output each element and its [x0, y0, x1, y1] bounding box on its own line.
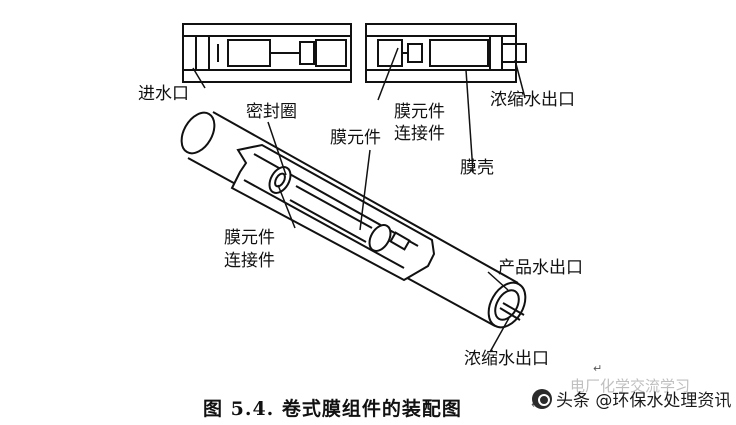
figure-caption: 图 5.4. 卷式膜组件的装配图: [203, 398, 462, 420]
watermark-faint-text: 电厂化学交流学习: [570, 377, 691, 395]
label-membrane-element: 膜元件: [330, 128, 381, 148]
cutaway-window: [230, 143, 436, 282]
label-connector-top-line1: 膜元件: [394, 102, 445, 122]
watermark-main-text: 头条 @环保水处理资讯: [556, 391, 732, 411]
label-connector-left-line2: 连接件: [224, 251, 275, 271]
label-connector-top-line2: 连接件: [394, 124, 445, 144]
label-seal-ring: 密封圈: [246, 102, 297, 122]
label-connector-left-line1: 膜元件: [224, 228, 275, 248]
label-product-outlet: 产品水出口: [498, 258, 583, 278]
return-mark: ↵: [593, 362, 603, 375]
top-left-tube-section: [182, 23, 352, 83]
leader-lines: [192, 47, 526, 353]
label-concentrate-outlet-bottom: 浓缩水出口: [464, 349, 549, 369]
label-housing: 膜壳: [460, 158, 494, 178]
label-concentrate-outlet-top: 浓缩水出口: [490, 90, 575, 110]
label-inlet: 进水口: [138, 84, 189, 104]
top-right-tube-section: [365, 23, 527, 83]
watermark-logo-icon: [532, 388, 552, 409]
watermark: 头条 @环保水处理资讯: [532, 386, 731, 411]
